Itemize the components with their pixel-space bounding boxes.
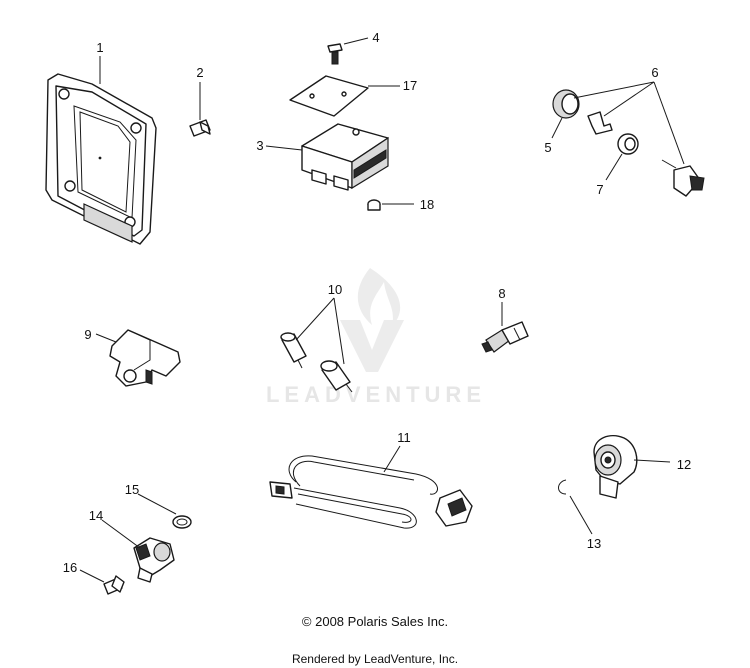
rendered-by-notice: Rendered by LeadVenture, Inc.: [291, 652, 459, 666]
callout-5: 5: [544, 140, 551, 155]
callout-12: 12: [677, 457, 691, 472]
callout-14: 14: [89, 508, 103, 523]
part-control-box[interactable]: [301, 123, 389, 191]
callout-1: 1: [96, 40, 103, 55]
callout-2: 2: [196, 65, 203, 80]
callout-17: 17: [403, 78, 417, 93]
part-screw-4[interactable]: [327, 43, 343, 65]
part-temp-sensor[interactable]: [481, 321, 529, 353]
part-sensors-10[interactable]: [280, 332, 353, 393]
callout-7: 7: [596, 182, 603, 197]
part-bolt-16[interactable]: [103, 575, 125, 595]
callout-11: 11: [397, 430, 411, 445]
part-cover-plate[interactable]: [289, 75, 369, 117]
part-o-ring[interactable]: [172, 515, 192, 529]
part-knock-sensor[interactable]: [593, 434, 638, 499]
copyright-notice: © 2008 Polaris Sales Inc.: [301, 614, 449, 629]
callout-15: 15: [125, 482, 139, 497]
part-position-sensor[interactable]: [133, 537, 175, 583]
callout-3: 3: [256, 138, 263, 153]
callout-8: 8: [498, 286, 505, 301]
callout-4: 4: [372, 30, 379, 45]
part-sensor-6[interactable]: [587, 111, 705, 197]
part-ecu-module[interactable]: [45, 73, 157, 245]
part-clip-13[interactable]: [558, 479, 567, 495]
part-grommet-5[interactable]: [552, 89, 580, 119]
callout-16: 16: [63, 560, 77, 575]
watermark-text: LEADVENTURE: [266, 382, 486, 407]
watermark-logo: [340, 268, 404, 372]
part-map-sensor[interactable]: [109, 329, 181, 387]
callout-18: 18: [420, 197, 434, 212]
callout-10: 10: [328, 282, 342, 297]
callout-13: 13: [587, 536, 601, 551]
callout-9: 9: [84, 327, 91, 342]
part-washer-7[interactable]: [617, 133, 639, 155]
part-bolt-2[interactable]: [189, 119, 211, 137]
part-nut-18[interactable]: [367, 199, 381, 211]
callout-6: 6: [651, 65, 658, 80]
part-wire-harness[interactable]: [269, 455, 473, 529]
